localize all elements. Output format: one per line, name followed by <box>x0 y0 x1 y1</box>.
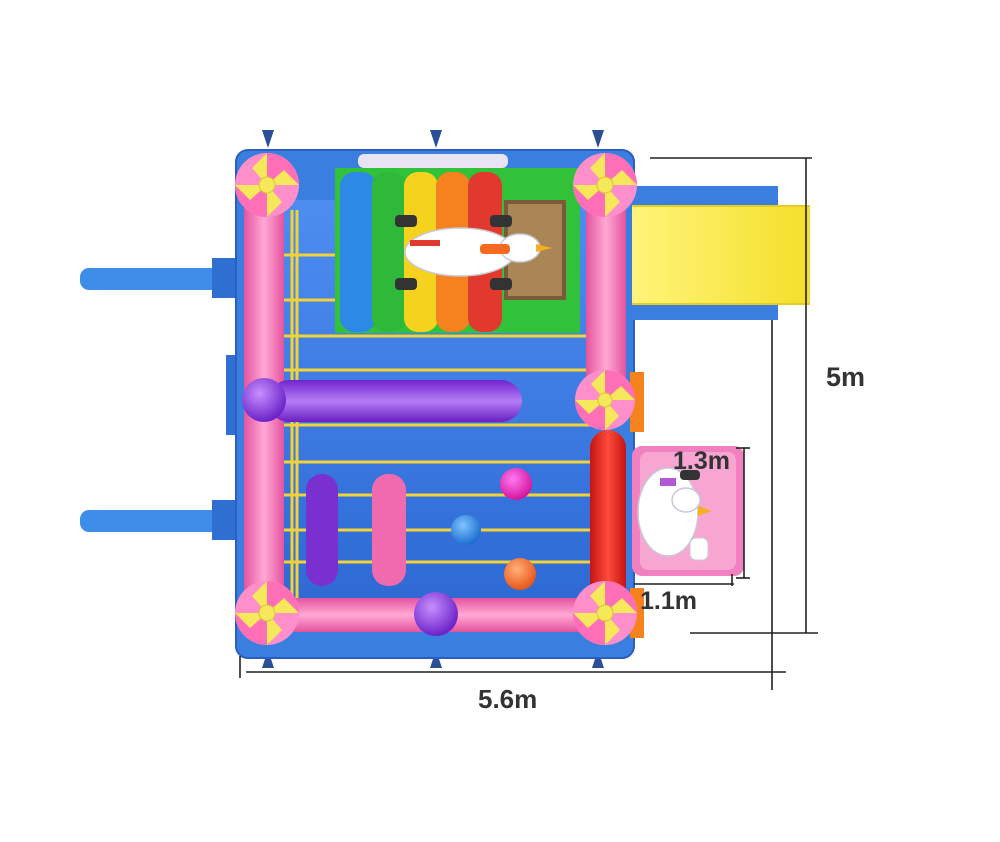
purple-tube <box>268 380 522 422</box>
pinwheel-tower-br <box>573 581 637 645</box>
step-depth-label: 1.1m <box>640 587 697 615</box>
slide <box>622 186 810 320</box>
entrance-step <box>630 372 744 638</box>
unicorn-top-figure <box>395 215 552 290</box>
pinwheel-tower-tr <box>573 153 637 217</box>
dimension-lines <box>239 157 818 690</box>
right-pink-wall <box>586 190 626 420</box>
pinwheel-tower-bl <box>235 581 299 645</box>
pinwheel-tower-tl <box>235 153 299 217</box>
red-wall <box>590 430 626 605</box>
overall-depth-label: 5m <box>826 362 866 392</box>
step-width-label: 1.3m <box>673 447 730 475</box>
obstacles <box>242 378 536 636</box>
overall-width-label: 5.6m <box>478 684 538 714</box>
pinwheel-tower-mr <box>575 370 635 430</box>
